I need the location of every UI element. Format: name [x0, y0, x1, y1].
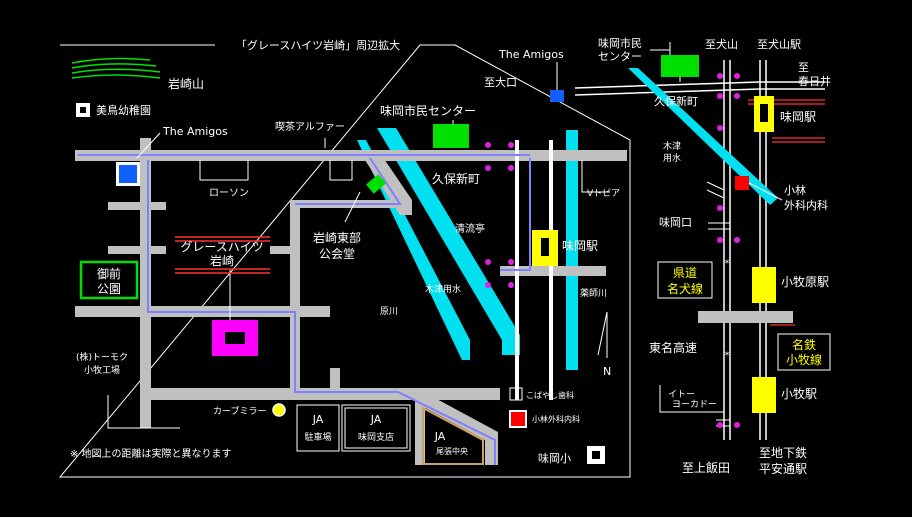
grace-label-1: グレースハイツ: [180, 240, 263, 254]
road-south: [140, 388, 500, 400]
ov-crossing-dots: [717, 73, 740, 428]
ov-komakihara-label: 小牧原駅: [781, 275, 829, 289]
clinic-marker: [511, 412, 525, 426]
ja-oya-label-1: JA: [434, 430, 446, 443]
grace-label-2: 岩崎: [210, 253, 234, 268]
ov-prefroad-1: 県道: [673, 266, 697, 280]
ov-civic-marker: [661, 55, 699, 77]
ov-amigos-marker: [550, 90, 564, 102]
ajioka-station-label: 味岡駅: [562, 239, 598, 253]
mirror-label: カーブミラー: [213, 405, 266, 417]
ov-kubo: 久保新町: [654, 94, 698, 108]
ja-oya-label-2: 尾張中央: [436, 446, 468, 456]
north-label: N: [603, 365, 611, 378]
detail-map: 「グレースハイツ岩崎」周辺拡大: [58, 38, 631, 478]
ov-civic-label-2: センター: [598, 50, 642, 63]
ov-ajiokaguchi: 味岡口: [659, 216, 692, 229]
ja-oya-box: [422, 406, 484, 465]
park-label-2: 公園: [97, 282, 121, 296]
hall-marker: [366, 174, 386, 194]
road-west: [140, 138, 151, 428]
ov-kasugai-2: 春日井: [798, 74, 831, 88]
ov-prefroad-box: [657, 261, 713, 299]
ov-amigos-label: The Amigos: [498, 48, 564, 61]
ov-kizu-2: 用水: [663, 152, 681, 164]
ov-itoyokado-2: ヨーカドー: [672, 399, 717, 410]
kindergarten-label: 美鳥幼稚園: [96, 103, 151, 117]
iwasakiyama-label: 岩崎山: [168, 76, 204, 91]
ov-kasugai-1: 至: [798, 61, 809, 74]
dental-marker: [509, 387, 523, 401]
overview-map: The Amigos 味岡市民 センター 至犬山 至犬山駅 至 春日井 至大口 …: [484, 36, 831, 476]
civic-center-marker: [433, 124, 469, 148]
ov-kobayashi-marker: [735, 176, 749, 190]
harakawa-river: [357, 140, 470, 360]
svg-text:*: *: [725, 259, 730, 269]
iwasakiyama-contours: [71, 57, 161, 79]
kizu-canal: [377, 128, 520, 355]
ov-oguchi: 至大口: [484, 75, 517, 89]
civic-center-label: 味岡市民センター: [380, 103, 476, 118]
harakawa-label: 原川: [380, 306, 398, 317]
ov-subway-2: 平安通駅: [759, 461, 807, 476]
amigos-marker: [119, 165, 137, 183]
ja-branch-label-1: JA: [370, 413, 382, 426]
ov-ajioka-label: 味岡駅: [780, 110, 816, 124]
overview-kizu-canal: [628, 68, 778, 205]
ov-subway-1: 至地下鉄: [759, 445, 807, 460]
ov-kobayashi-1: 小林: [784, 183, 806, 197]
distance-note: ※ 地図上の距離は実際と異なります: [70, 447, 232, 460]
curve-mirror-icon: [272, 403, 286, 417]
dental-label: こばやし歯科: [526, 390, 574, 400]
detail-title: 「グレースハイツ岩崎」周辺拡大: [236, 38, 400, 52]
ov-komaki-label: 小牧駅: [781, 387, 817, 401]
ov-civic-label-1: 味岡市民: [598, 36, 642, 50]
ja-parking-label-1: JA: [312, 413, 324, 426]
rail-2: [549, 140, 553, 400]
school-label: 味岡小: [538, 452, 571, 465]
yakushi-river: [566, 130, 578, 370]
tomei-expressway: [698, 311, 793, 323]
amigos-label: The Amigos: [162, 125, 228, 138]
detail-frame: [58, 44, 631, 478]
ov-tomei-label: 東名高速: [649, 340, 697, 355]
gozen-park-marker: [79, 260, 139, 300]
ov-meitetsu-box: [777, 333, 831, 371]
kizuyosui-label: 木津用水: [425, 283, 461, 295]
ov-prefroad-2: 名犬線: [667, 281, 703, 296]
hall-label-2: 公会堂: [319, 247, 355, 261]
ov-komaki-station: [752, 377, 776, 413]
ov-inuyama-eki: 至犬山駅: [757, 37, 801, 51]
tomoku-label-2: 小牧工場: [84, 364, 120, 376]
svg-text:*: *: [725, 351, 730, 361]
tomoku-label-1: (株)トーモク: [76, 351, 128, 363]
seiryutei-label: 清流亭: [455, 222, 485, 235]
ov-meitetsu-1: 名鉄: [792, 337, 816, 352]
ov-kamiiida: 至上飯田: [682, 460, 730, 475]
ov-inuyama: 至犬山: [705, 37, 738, 51]
ov-komakihara-station: [752, 267, 776, 303]
ov-kizu-1: 木津: [663, 140, 681, 152]
ja-parking-label-2: 駐車場: [304, 431, 331, 443]
clinic-label: 小林外科内科: [532, 414, 580, 424]
ov-kobayashi-2: 外科内科: [784, 198, 828, 212]
yakushigawa-label: 薬師川: [580, 287, 607, 299]
lawson-label: ローソン: [209, 188, 249, 199]
alpha-label: 喫茶アルファー: [275, 120, 345, 133]
vtopia-label: Vトピア: [587, 188, 620, 199]
ja-branch-label-2: 味岡支店: [358, 431, 394, 443]
kubo-label: 久保新町: [432, 171, 480, 186]
crossing-dots: [485, 142, 514, 288]
ov-meitetsu-2: 小牧線: [786, 352, 822, 367]
ov-itoyokado-1: イトー: [668, 390, 695, 400]
ja-parking-box: [296, 404, 340, 452]
ja-branch-box: [341, 404, 411, 452]
hall-label-1: 岩崎東部: [313, 230, 361, 245]
park-label-1: 御前: [97, 266, 121, 281]
